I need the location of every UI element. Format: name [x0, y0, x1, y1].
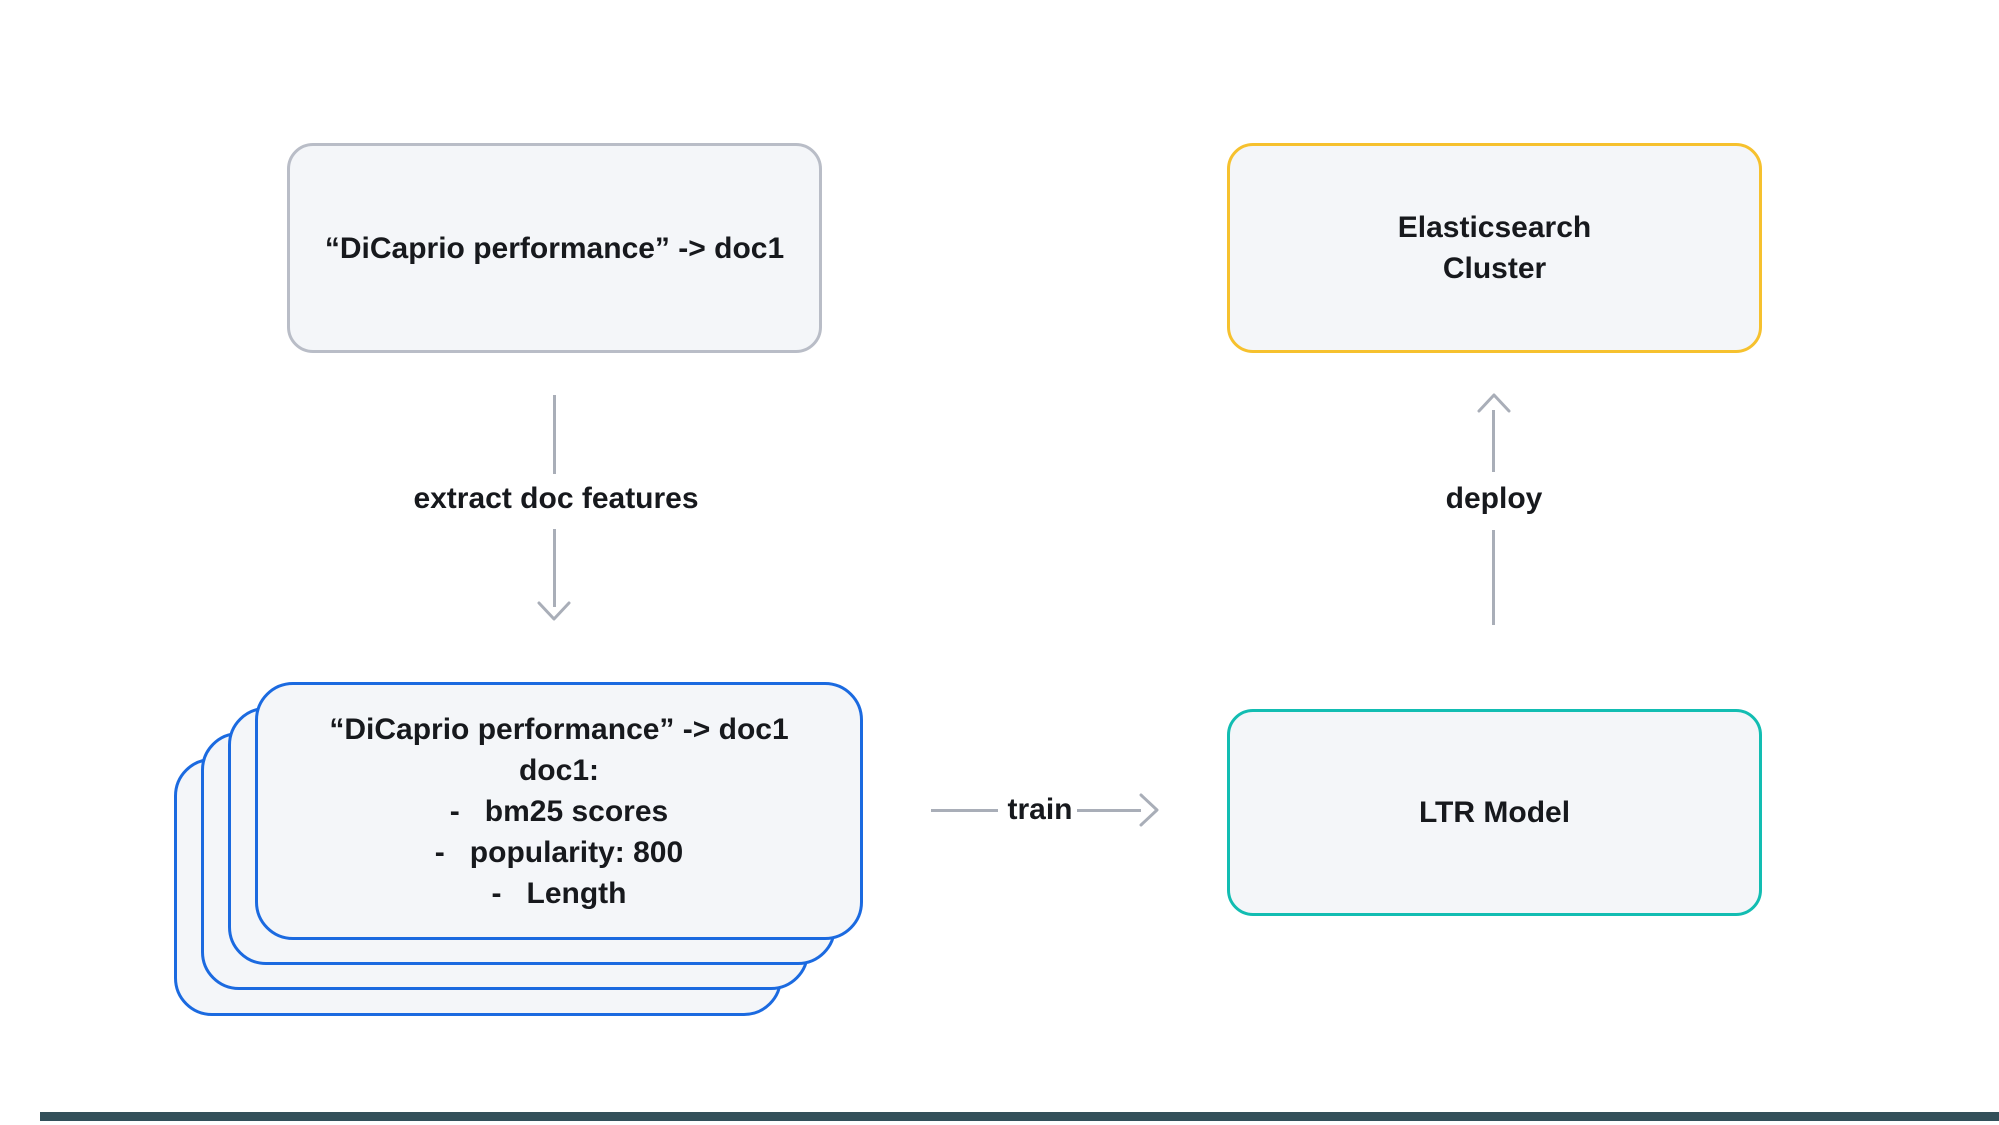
query-doc-box: “DiCaprio performance” -> doc1 [287, 143, 822, 353]
arrow-right-icon [1139, 793, 1159, 827]
elasticsearch-label-line1: Elasticsearch [1397, 211, 1592, 244]
elasticsearch-label-line2: Cluster [1442, 252, 1547, 285]
bottom-edge-bar [40, 1112, 1999, 1121]
query-doc-label: “DiCaprio performance” -> doc1 [324, 231, 785, 265]
card-line-query: “DiCaprio performance” -> doc1 [329, 712, 789, 746]
elasticsearch-cluster-box: Elasticsearch Cluster [1227, 143, 1762, 353]
ltr-model-box: LTR Model [1227, 709, 1762, 916]
doc-features-card: “DiCaprio performance” -> doc1 doc1: - b… [255, 682, 863, 940]
edge-label-train: train [1007, 793, 1073, 826]
train-arrow-line-left [931, 809, 998, 812]
card-line-bm25: - bm25 scores [449, 794, 669, 828]
ltr-model-label: LTR Model [1418, 796, 1571, 829]
extract-arrow-line-top [553, 395, 556, 474]
edge-label-deploy: deploy [1445, 482, 1543, 515]
card-line-doc1: doc1: [518, 753, 599, 787]
deploy-arrow-line-bottom [1492, 530, 1495, 625]
arrow-down-icon [537, 601, 571, 621]
deploy-arrow-line-top [1492, 410, 1495, 472]
card-line-length: - Length [491, 876, 627, 910]
card-line-popularity: - popularity: 800 [434, 835, 684, 869]
train-arrow-line-right [1077, 809, 1141, 812]
edge-label-extract: extract doc features [413, 482, 699, 515]
arrow-up-icon [1477, 393, 1511, 413]
extract-arrow-line-bottom [553, 529, 556, 607]
